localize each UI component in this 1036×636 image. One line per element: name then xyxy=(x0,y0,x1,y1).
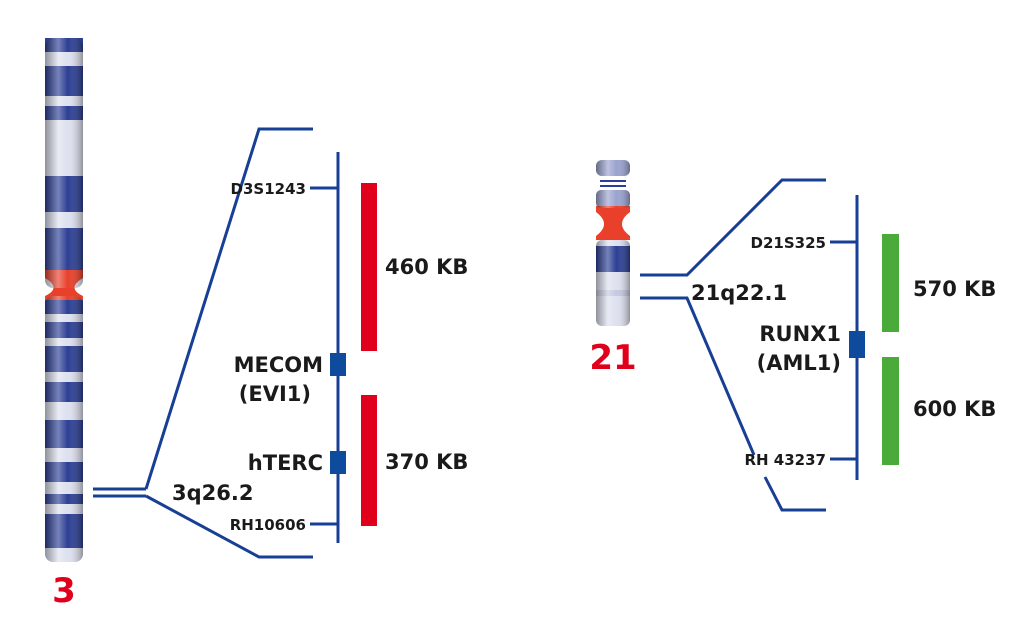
gene-box-mecom xyxy=(330,353,346,376)
chromosome-3-zoom-lines xyxy=(93,127,313,559)
gene-alias-aml1: (AML1) xyxy=(757,351,841,375)
gene-label-hterc: hTERC xyxy=(248,451,323,475)
chromosome-21-ideogram xyxy=(596,160,630,326)
probe-size-460kb: 460 KB xyxy=(385,255,468,279)
chromosome-3-ideogram xyxy=(45,38,83,562)
probe-bar-570kb xyxy=(882,234,899,332)
probe-size-570kb: 570 KB xyxy=(913,277,996,301)
gene-alias-evi1: (EVI1) xyxy=(239,382,311,406)
probe-bar-370kb xyxy=(361,395,377,526)
marker-label-d21s325: D21S325 xyxy=(751,234,826,252)
gene-label-mecom: MECOM xyxy=(234,353,323,377)
gene-box-runx1 xyxy=(849,331,865,358)
probe-size-370kb: 370 KB xyxy=(385,450,468,474)
chromosome-21-number: 21 xyxy=(589,338,636,378)
marker-label-rh10606: RH10606 xyxy=(230,516,306,534)
probe-bar-460kb xyxy=(361,183,377,351)
gene-box-hterc xyxy=(330,451,346,474)
marker-label-d3s1243: D3S1243 xyxy=(231,180,306,198)
chromosome-3-number: 3 xyxy=(52,571,76,611)
probe-size-600kb: 600 KB xyxy=(913,397,996,421)
locus-label-21q22-1: 21q22.1 xyxy=(691,281,787,305)
chromosome-21-zoom-lines xyxy=(640,178,826,512)
probe-bar-600kb xyxy=(882,357,899,465)
gene-label-runx1: RUNX1 xyxy=(759,322,841,346)
marker-label-rh43237: RH 43237 xyxy=(744,451,826,469)
locus-label-3q26-2: 3q26.2 xyxy=(172,481,253,505)
